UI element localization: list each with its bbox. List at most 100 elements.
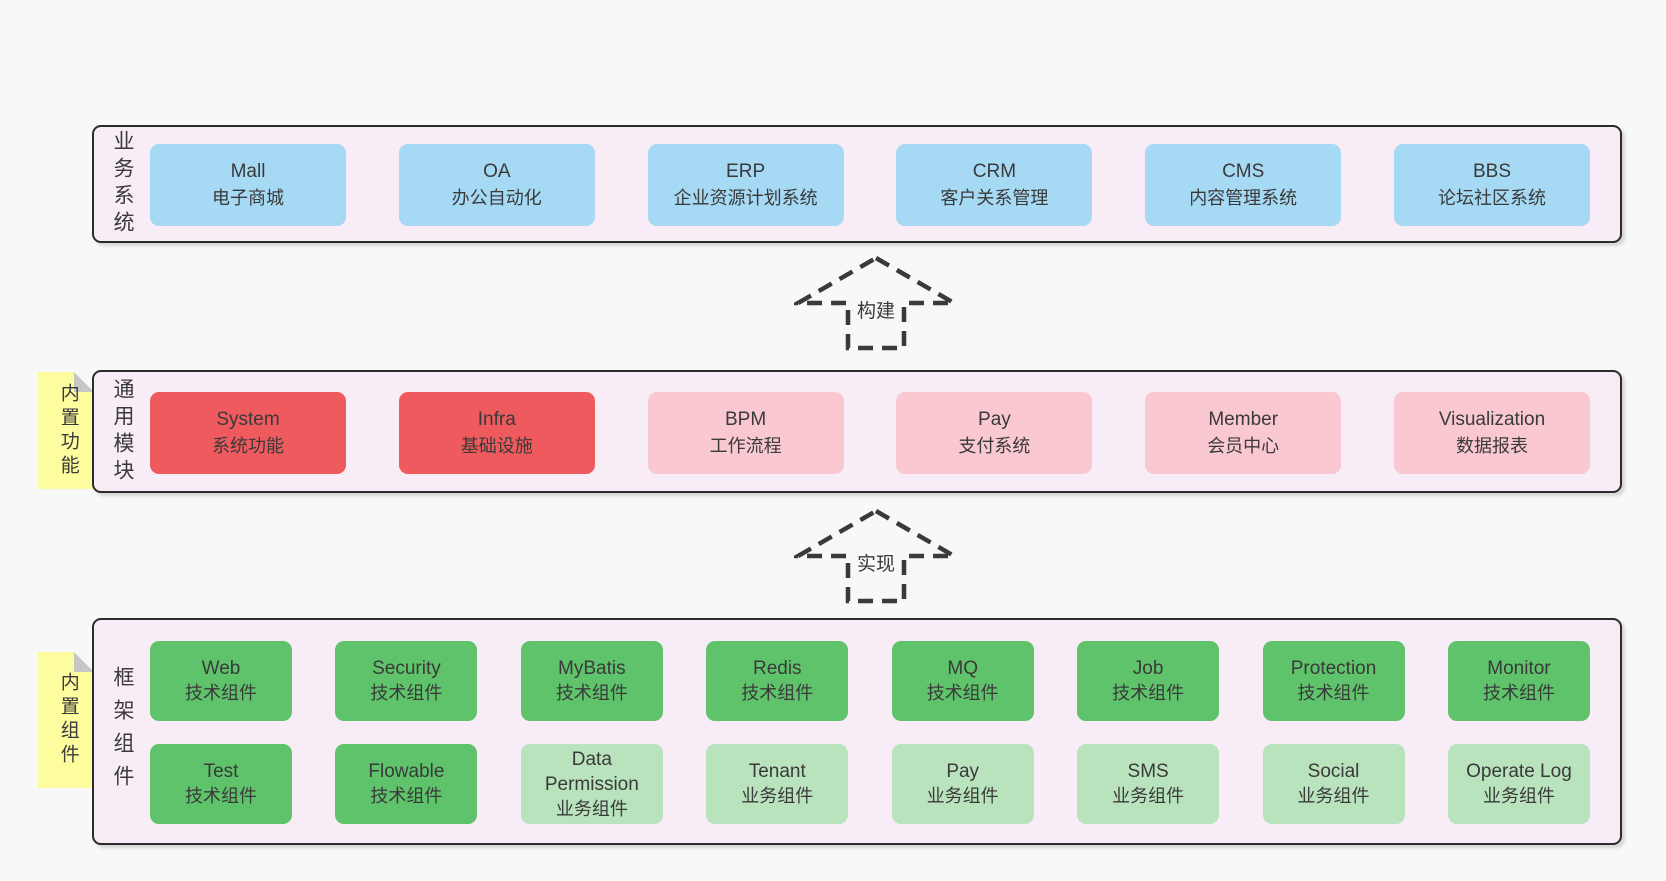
box-title-en: Pay [978, 409, 1011, 430]
box-title-en: System [216, 409, 280, 430]
box-title-en: Security [372, 658, 441, 679]
layer-title: 框架组件 [111, 665, 134, 798]
box-subtitle-zh: 技术组件 [370, 786, 443, 806]
box-subtitle-zh: 基础设施 [460, 436, 533, 456]
box-redis: Redis 技术组件 [706, 641, 849, 721]
sticky-label: 内置功能 [57, 382, 79, 479]
up-arrow-icon [794, 255, 958, 351]
folded-corner-icon [74, 652, 94, 672]
box-subtitle-zh: 客户关系管理 [940, 188, 1049, 208]
box-title-en: OA [483, 161, 511, 182]
box-title-en: MQ [947, 658, 978, 679]
sticky-note-built-in-features: 内置功能 [38, 372, 94, 489]
box-title-en: CRM [972, 161, 1017, 182]
layer-common-modules: 通用模块 System 系统功能 Infra 基础设施 BPM 工作流程 Pay 支付系统 Me… [92, 370, 1622, 493]
box-subtitle-zh: 技术组件 [1482, 683, 1555, 703]
layer-title: 通用模块 [111, 377, 134, 486]
box-subtitle-zh: 电子商城 [212, 188, 284, 208]
box-title-en: Operate Log [1466, 761, 1572, 782]
box-subtitle-zh: 业务组件 [555, 798, 628, 819]
box-subtitle-zh: 数据报表 [1455, 436, 1528, 456]
box-title-en: MyBatis [558, 658, 626, 679]
box-visualization: Visualization 数据报表 [1393, 392, 1590, 474]
box-subtitle-zh: 业务组件 [1297, 786, 1370, 806]
box-pay: Pay 业务组件 [891, 744, 1034, 824]
box-monitor: Monitor 技术组件 [1447, 641, 1590, 721]
box-title-en: Pay [946, 761, 980, 782]
box-title-en: Visualization [1438, 409, 1546, 430]
box-mybatis: MyBatis 技术组件 [520, 641, 663, 721]
box-member: Member 会员中心 [1145, 392, 1342, 474]
box-subtitle-zh: 会员中心 [1207, 436, 1280, 456]
box-title-en: ERP [726, 161, 766, 182]
box-title-en: Infra [477, 409, 516, 430]
box-subtitle-zh: 技术组件 [370, 683, 443, 703]
box-title-en: Web [201, 658, 241, 679]
box-sms: SMS 业务组件 [1077, 744, 1220, 824]
box-subtitle-zh: 业务组件 [1482, 786, 1555, 806]
common-modules-row: System 系统功能 Infra 基础设施 BPM 工作流程 Pay 支付系统 Member 会… [150, 392, 1590, 474]
box-subtitle-zh: 支付系统 [958, 436, 1031, 456]
sticky-note-built-in-components: 内置组件 [38, 652, 94, 788]
box-flowable: Flowable 技术组件 [335, 744, 478, 824]
box-subtitle-zh: 技术组件 [185, 683, 257, 703]
box-subtitle-zh: 技术组件 [1112, 683, 1185, 703]
box-infra: Infra 基础设施 [398, 392, 595, 474]
box-bpm: BPM 工作流程 [647, 392, 844, 474]
box-system: System 系统功能 [150, 392, 346, 474]
box-title-en: Flowable [368, 761, 445, 782]
box-subtitle-zh: 技术组件 [1297, 683, 1370, 703]
implement-arrow: 实现 [794, 508, 958, 604]
box-protection: Protection 技术组件 [1262, 641, 1405, 721]
box-subtitle-zh: 业务组件 [1112, 786, 1185, 806]
box-subtitle-zh: 论坛社区系统 [1437, 188, 1546, 208]
box-title-en: Redis [752, 658, 802, 679]
box-subtitle-zh: 内容管理系统 [1189, 188, 1298, 208]
arrow-label: 实现 [852, 549, 900, 576]
box-title-en: Job [1132, 658, 1164, 679]
box-subtitle-zh: 技术组件 [741, 683, 814, 703]
box-subtitle-zh: 业务组件 [741, 786, 814, 806]
arrow-label: 构建 [852, 296, 900, 323]
up-arrow-icon [794, 508, 958, 604]
box-job: Job 技术组件 [1077, 641, 1220, 721]
box-title-en: Tenant [748, 761, 806, 782]
box-title-en: Mall [230, 161, 266, 182]
box-crm: CRM 客户关系管理 [896, 144, 1093, 226]
box-erp: ERP 企业资源计划系统 [647, 144, 844, 226]
box-data-permission: Data Permission 业务组件 [520, 744, 663, 824]
sticky-label: 内置组件 [57, 672, 79, 768]
box-mall: Mall 电子商城 [150, 144, 346, 226]
box-title-en: Data Permission [544, 748, 639, 795]
box-security: Security 技术组件 [335, 641, 478, 721]
box-mq: MQ 技术组件 [891, 641, 1034, 721]
layer-title: 业务系统 [111, 130, 134, 238]
box-subtitle-zh: 技术组件 [555, 683, 628, 703]
box-title-en: Protection [1290, 658, 1377, 679]
box-title-en: Test [203, 761, 239, 782]
build-arrow: 构建 [794, 255, 958, 351]
box-operate-log: Operate Log 业务组件 [1447, 744, 1590, 824]
box-tenant: Tenant 业务组件 [706, 744, 849, 824]
box-title-en: BPM [725, 409, 767, 430]
box-subtitle-zh: 系统功能 [212, 436, 284, 456]
box-subtitle-zh: 业务组件 [926, 786, 999, 806]
box-title-en: SMS [1127, 761, 1169, 782]
box-subtitle-zh: 工作流程 [709, 436, 782, 456]
box-subtitle-zh: 技术组件 [926, 683, 999, 703]
box-web: Web 技术组件 [150, 641, 292, 721]
box-title-en: Social [1307, 761, 1360, 782]
box-social: Social 业务组件 [1262, 744, 1405, 824]
box-subtitle-zh: 企业资源计划系统 [673, 188, 818, 208]
box-title-en: Member [1208, 409, 1279, 430]
box-title-en: Monitor [1487, 658, 1551, 679]
